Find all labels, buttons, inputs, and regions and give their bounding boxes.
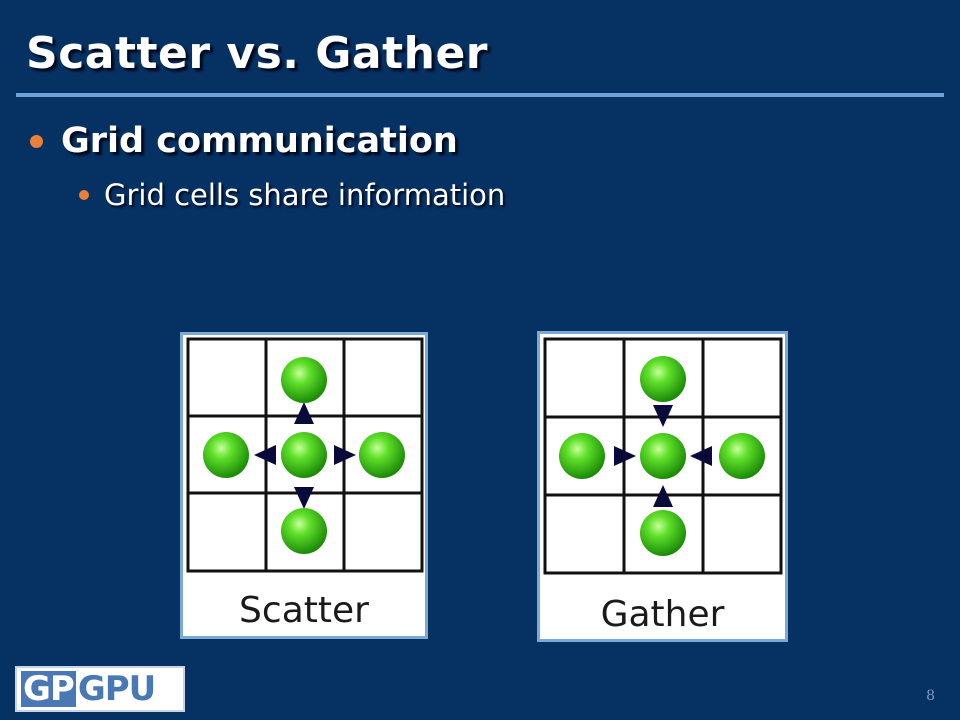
scatter-grid-graphic <box>186 337 424 573</box>
ball-center <box>640 433 686 479</box>
slide-title: Scatter vs. Gather <box>26 28 488 79</box>
gather-grid-graphic <box>543 337 783 575</box>
ball-top <box>640 356 686 402</box>
arrow-down-icon <box>294 487 314 509</box>
ball-right <box>359 432 405 478</box>
arrow-right-icon <box>334 445 356 465</box>
bullet-level2: Grid cells share information <box>79 178 505 212</box>
ball-top <box>281 357 327 403</box>
arrow-left-icon <box>690 446 712 466</box>
ball-left <box>559 433 605 479</box>
ball-center <box>281 432 327 478</box>
arrow-up-icon <box>294 402 314 424</box>
title-divider <box>16 93 944 97</box>
arrow-left-icon <box>254 445 276 465</box>
ball-left <box>203 432 249 478</box>
gather-diagram: Gather <box>537 331 788 642</box>
page-number: 8 <box>926 688 935 704</box>
ball-bottom <box>281 508 327 554</box>
bullet-dot-icon <box>79 190 89 200</box>
logo-part1: GP <box>21 669 76 709</box>
arrow-right-icon <box>614 446 636 466</box>
bullet-dot-icon <box>30 134 43 148</box>
arrow-up-icon <box>653 485 673 507</box>
gather-label: Gather <box>600 594 725 635</box>
bullet-text: Grid communication <box>61 121 458 161</box>
bullet-level1: Grid communication <box>30 121 458 161</box>
gpgpu-logo: GP GPU <box>15 666 185 712</box>
bullet-text: Grid cells share information <box>104 178 506 212</box>
logo-part2: GPU <box>77 669 156 709</box>
ball-right <box>719 433 765 479</box>
ball-bottom <box>640 510 686 556</box>
scatter-diagram: Scatter <box>180 332 428 639</box>
arrow-down-icon <box>653 405 673 427</box>
scatter-label: Scatter <box>239 590 369 631</box>
